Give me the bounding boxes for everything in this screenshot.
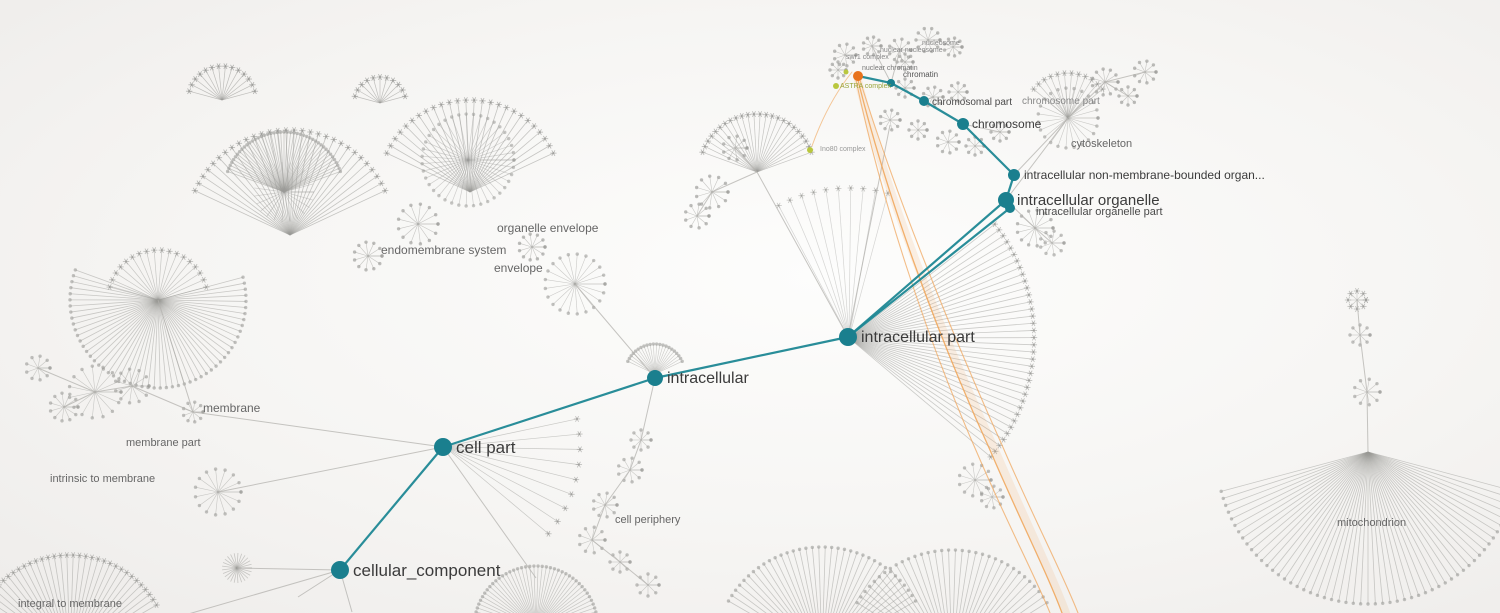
- highlight-edge: [854, 76, 1070, 613]
- path-edge: [962, 123, 1015, 176]
- graph-edge: [962, 123, 1001, 133]
- graph-edge: [711, 171, 758, 193]
- graph-edge: [63, 391, 96, 408]
- term-label: envelope: [494, 261, 543, 275]
- graph-node-cellular-component[interactable]: [331, 561, 349, 579]
- term-label: nucleosome: [922, 40, 960, 47]
- node-label-intracellular-organelle-part: intracellular organelle part: [1036, 206, 1163, 218]
- graph-edge: [871, 45, 892, 84]
- term-label: membrane: [203, 401, 261, 415]
- graph-node-nuclear-chromatin[interactable]: [853, 71, 863, 81]
- graph-edge: [591, 539, 621, 563]
- graph-edge: [604, 469, 631, 506]
- node-label-intracellular-part: intracellular part: [861, 329, 975, 346]
- node-label-intracellular-organelle: intracellular organelle: [1017, 192, 1160, 209]
- term-label: swr1 complex: [846, 54, 889, 61]
- graph-edge: [890, 49, 901, 84]
- graph-edge: [192, 411, 444, 448]
- path-edge: [890, 82, 925, 102]
- highlight-edge: [811, 71, 853, 147]
- accent-node[interactable]: [833, 83, 839, 89]
- highlight-edge: [855, 79, 1051, 613]
- graph-edge: [756, 171, 849, 338]
- graph-node-intracellular-part[interactable]: [839, 328, 857, 346]
- highlight-edges-orange: [811, 71, 1079, 613]
- node-label-intracellular: intracellular: [667, 370, 749, 387]
- term-labels: organelle envelope endomembrane system env…: [18, 40, 1406, 610]
- graph-edge: [619, 561, 649, 586]
- graph-node-chromosome[interactable]: [957, 118, 969, 130]
- graph-edge: [734, 147, 758, 173]
- term-label: integral to membrane: [18, 598, 122, 610]
- graph-node-intracellular[interactable]: [647, 370, 663, 386]
- graph-edge: [1104, 81, 1129, 97]
- graph-edge: [1356, 299, 1361, 336]
- term-label: intrinsic to membrane: [50, 473, 155, 485]
- graph-node-cell-part[interactable]: [434, 438, 452, 456]
- highlight-edge: [857, 79, 1063, 613]
- path-edge: [339, 446, 444, 571]
- graph-edge: [1067, 81, 1106, 119]
- graph-edge: [236, 567, 341, 571]
- accent-nodes: [807, 69, 849, 153]
- graph-edge: [591, 504, 606, 541]
- graph-edge: [629, 439, 642, 471]
- term-label: organelle envelope: [497, 221, 599, 235]
- path-edge: [654, 335, 849, 380]
- graph-edge: [574, 283, 656, 379]
- term-label: cytoskeleton: [1071, 138, 1132, 150]
- graph-edge: [1005, 117, 1069, 201]
- graph-edge: [640, 377, 656, 441]
- graph-edge: [1359, 334, 1368, 393]
- term-label: Ino80 complex: [820, 146, 866, 153]
- graph-node-intracellular-non-membrane-bounded-organelle[interactable]: [1008, 169, 1020, 181]
- graph-edge: [1013, 117, 1069, 176]
- graph-edge: [442, 446, 537, 579]
- term-label: endomembrane system: [381, 243, 506, 257]
- highlight-path-teal: [339, 74, 1016, 571]
- graph-node-chromatin[interactable]: [887, 79, 895, 87]
- term-label: nuclear nucleosome: [880, 47, 943, 54]
- graph-edge: [696, 191, 713, 217]
- node-label-cell-part: cell part: [456, 438, 516, 457]
- path-edge: [847, 207, 1011, 338]
- graph-edge: [1366, 391, 1369, 453]
- accent-node[interactable]: [843, 69, 849, 75]
- term-label: mitochondrion: [1337, 517, 1406, 529]
- path-edge: [442, 376, 656, 449]
- term-label: cell periphery: [615, 514, 681, 526]
- graph-edge: [1104, 71, 1146, 83]
- accent-node[interactable]: [807, 147, 813, 153]
- graph-nodes: cellular_component cell part intracellular…: [331, 71, 1265, 580]
- graph-edge: [37, 367, 96, 393]
- graph-edge: [157, 299, 194, 413]
- graph-edge: [189, 569, 341, 613]
- term-label: ASTRA complex: [840, 83, 891, 90]
- path-edge: [923, 100, 964, 125]
- node-label-chromosomal-part: chromosomal part: [932, 97, 1012, 108]
- term-label: chromosome part: [1022, 96, 1100, 107]
- cluster-fans: [0, 26, 1500, 613]
- graph-edge: [94, 385, 133, 393]
- graph-edge: [847, 124, 891, 338]
- node-label-cellular-component: cellular_component: [353, 561, 501, 580]
- graph-node-intracellular-organelle-part[interactable]: [1005, 203, 1015, 213]
- highlight-edge: [859, 79, 1079, 613]
- path-edge: [847, 199, 1007, 338]
- graph-edge: [1034, 227, 1053, 244]
- graph-edges-gray: [37, 45, 1369, 613]
- node-label-chromosome: chromosome: [972, 117, 1042, 131]
- graph-edge: [217, 446, 444, 493]
- term-label: nuclear chromatin: [862, 65, 918, 72]
- term-label: membrane part: [126, 437, 201, 449]
- term-label: chromatin: [903, 70, 938, 79]
- graph-node-chromosomal-part[interactable]: [919, 96, 929, 106]
- graph-edge: [131, 385, 194, 413]
- node-label-intracellular-non-membrane-bounded-organelle: intracellular non-membrane-bounded organ…: [1024, 168, 1265, 182]
- path-edge: [857, 74, 892, 85]
